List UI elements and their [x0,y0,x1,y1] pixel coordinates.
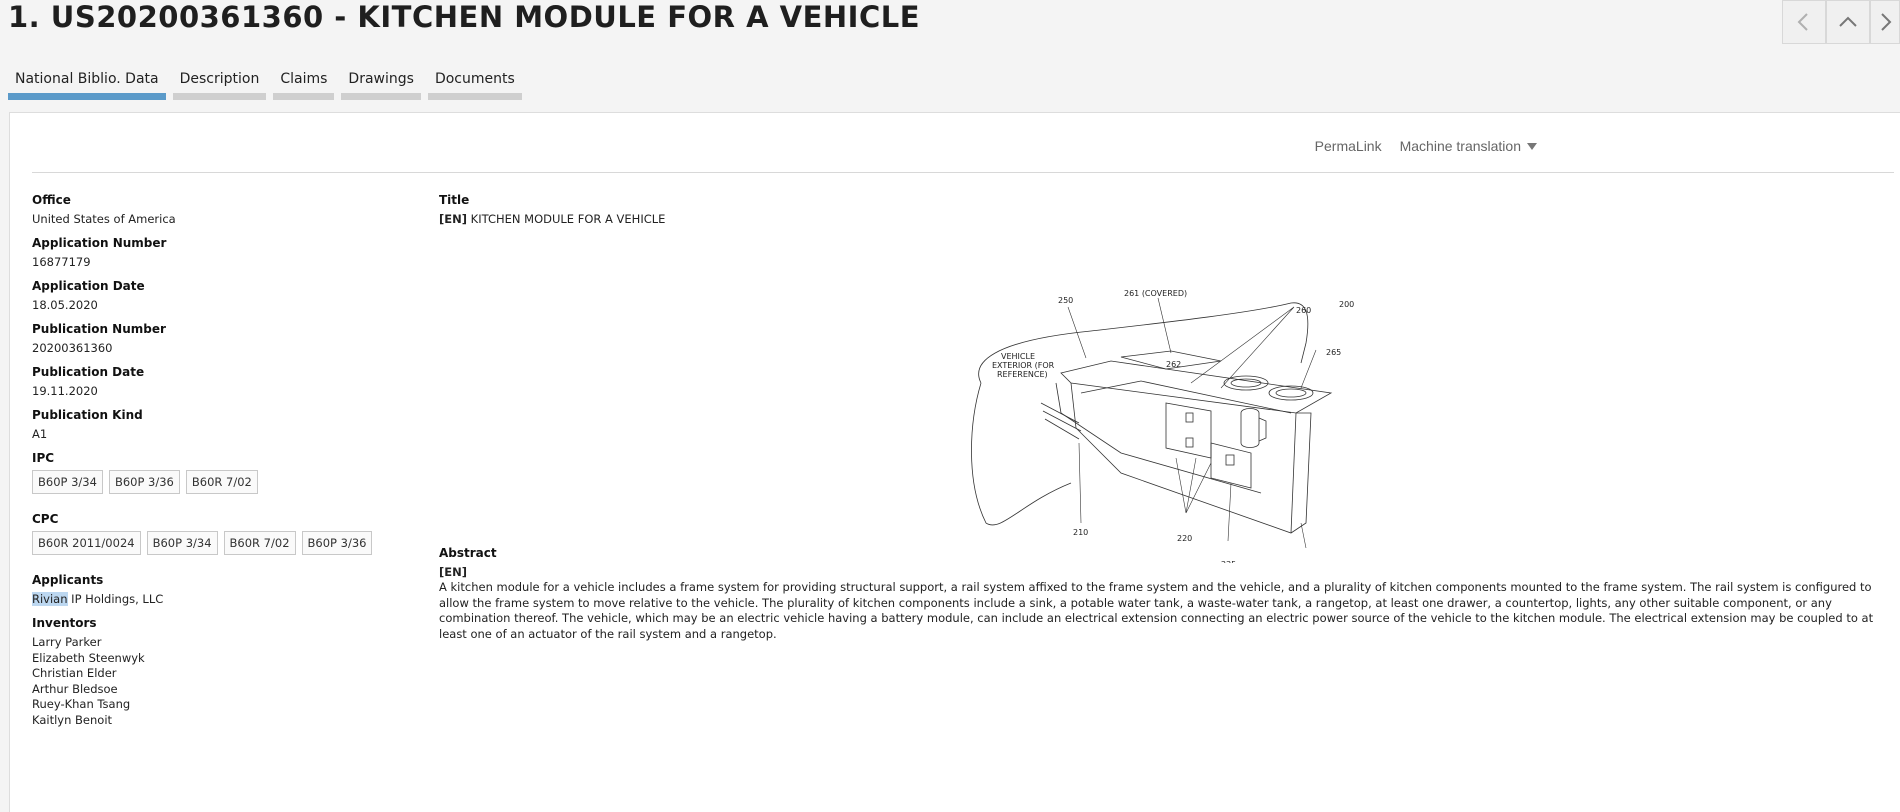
permalink-link[interactable]: PermaLink [1314,138,1382,154]
ipc-list: B60P 3/34 B60P 3/36 B60R 7/02 [32,470,402,494]
tab-national-biblio-data[interactable]: National Biblio. Data [8,67,166,100]
publication-date-label: Publication Date [32,365,145,379]
inventor-item: Ruey-Khan Tsang [32,697,131,712]
publication-number-value: 20200361360 [32,341,113,355]
inventor-item: Larry Parker [32,635,102,649]
application-number-label: Application Number [32,236,167,250]
inventors-list: Larry Parker Elizabeth Steenwyk Christia… [32,635,402,729]
ipc-chip[interactable]: B60P 3/34 [32,470,103,494]
cpc-chip[interactable]: B60R 2011/0024 [32,531,141,555]
panel-tools: PermaLink Machine translation [1315,138,1537,154]
inventor-item: Arthur Bledsoe [32,681,118,696]
publication-kind-value: A1 [32,427,48,441]
chevron-right-icon [1881,13,1892,31]
abstract-text: A kitchen module for a vehicle includes … [439,580,1874,641]
previous-result-button[interactable] [1782,0,1826,44]
publication-kind-label: Publication Kind [32,408,143,422]
inventor-item: Kaitlyn Benoit [32,712,113,727]
application-number-value: 16877179 [32,255,91,269]
inventors-label: Inventors [32,616,97,630]
office-value: United States of America [32,212,176,226]
abstract-section: Abstract [EN] A kitchen module for a veh… [439,546,1894,642]
chevron-left-icon [1797,13,1808,31]
drawing-label-220: 220 [1177,534,1192,543]
tab-claims[interactable]: Claims [273,67,335,100]
drawing-label-265: 265 [1326,348,1341,357]
next-result-button[interactable] [1870,0,1900,44]
drawing-label-200: 200 [1339,300,1354,309]
title-value: [EN] KITCHEN MODULE FOR A VEHICLE [439,212,1889,226]
result-navigation [1782,0,1900,44]
drawing-label-210: 210 [1073,528,1088,537]
ipc-chip[interactable]: B60R 7/02 [185,470,258,494]
page-title: 1. US20200361360 - KITCHEN MODULE FOR A … [8,0,921,34]
application-date-label: Application Date [32,279,145,293]
publication-date-value: 19.11.2020 [32,384,98,398]
ipc-label: IPC [32,451,55,465]
applicant-highlight: Rivian [32,592,68,606]
abstract-lang: [EN] [439,565,467,579]
cpc-list: B60R 2011/0024 B60P 3/34 B60R 7/02 B60P … [32,531,402,555]
inventor-item: Christian Elder [32,666,117,681]
cpc-chip[interactable]: B60P 3/36 [301,531,373,555]
tab-description[interactable]: Description [172,67,267,100]
drawing-label-250: 250 [1058,296,1073,305]
content-panel: PermaLink Machine translation Office Uni… [9,112,1900,812]
caret-down-icon [1527,142,1537,150]
title-text: KITCHEN MODULE FOR A VEHICLE [467,212,666,226]
main-content: Title [EN] KITCHEN MODULE FOR A VEHICLE [439,193,1889,641]
chevron-up-icon [1839,16,1857,27]
publication-number-label: Publication Number [32,322,166,336]
applicant-value: Rivian IP Holdings, LLC [32,592,402,606]
applicants-label: Applicants [32,573,104,587]
divider [32,172,1894,173]
drawing-label-262: 262 [1166,360,1181,369]
back-to-list-button[interactable] [1826,0,1870,44]
applicant-rest: IP Holdings, LLC [67,592,164,606]
tab-drawings[interactable]: Drawings [341,67,421,100]
drawing-label-261: 261 (COVERED) [1124,289,1187,298]
ipc-chip[interactable]: B60P 3/36 [108,470,180,494]
title-label: Title [439,193,470,207]
drawing-label-225: 225 [1221,560,1236,563]
machine-translation-label: Machine translation [1399,138,1521,154]
application-date-value: 18.05.2020 [32,298,98,312]
title-lang: [EN] [439,212,467,226]
inventor-item: Elizabeth Steenwyk [32,650,145,665]
drawing-label-exterior-3: REFERENCE) [997,370,1048,379]
drawing-label-exterior-2: EXTERIOR (FOR [992,361,1055,370]
cpc-chip[interactable]: B60R 7/02 [223,531,296,555]
cpc-label: CPC [32,512,59,526]
drawing-label-260: 260 [1296,306,1311,315]
biblio-data: Office United States of America Applicat… [32,193,402,739]
abstract-label: Abstract [439,546,497,560]
cpc-chip[interactable]: B60P 3/34 [146,531,218,555]
drawing-label-exterior-1: VEHICLE [1001,352,1035,361]
office-label: Office [32,193,71,207]
tab-documents[interactable]: Documents [427,67,522,100]
patent-drawing[interactable]: 250 261 (COVERED) 200 260 262 265 VEHICL… [961,283,1401,563]
machine-translation-dropdown[interactable]: Machine translation [1400,138,1537,154]
tab-bar: National Biblio. Data Description Claims… [8,67,522,100]
